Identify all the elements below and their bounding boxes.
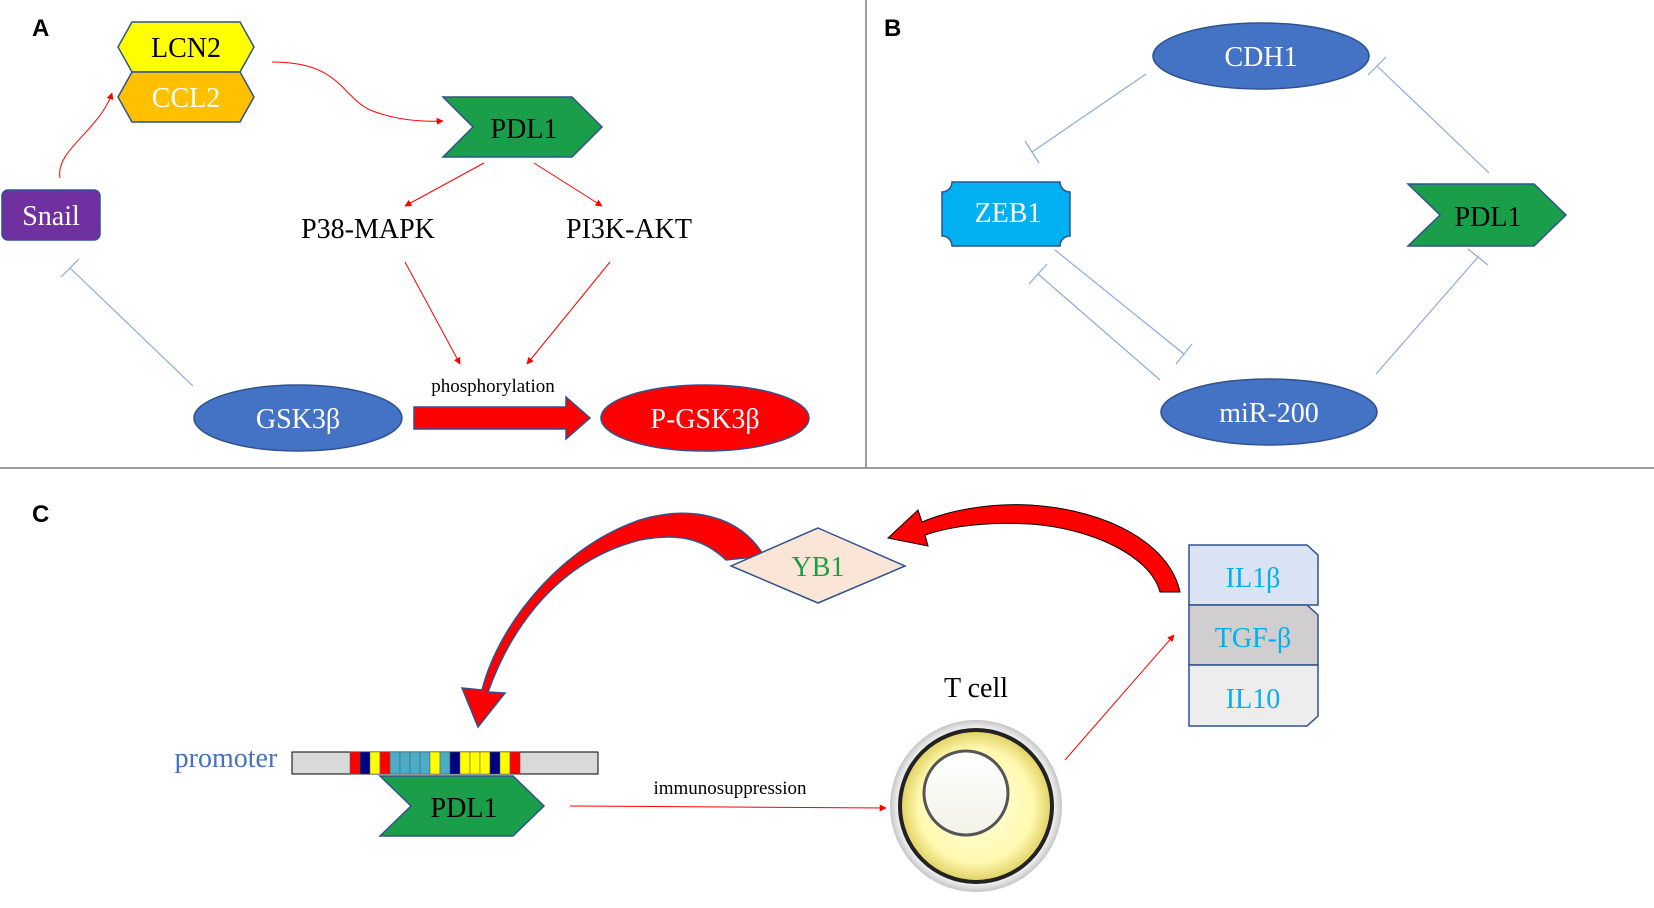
- inhibit-pdl1-cdh1: [1376, 65, 1490, 174]
- promoter-segment: [429, 751, 441, 775]
- inhibit-pdl1-cdh1-bar: [1367, 56, 1387, 76]
- yb1-label: YB1: [792, 552, 845, 583]
- inhibit-mir200-pdl1-bar: [1467, 248, 1489, 266]
- inhibit-zeb1-mir200-bar: [1175, 343, 1193, 365]
- tcell-nucleus: [922, 749, 1010, 837]
- ccl2-node: [117, 71, 255, 123]
- cdh1-label: CDH1: [1224, 42, 1297, 73]
- inhibit-gsk3b-snail-bar: [60, 258, 80, 278]
- inhibit-cdh1-zeb1: [1031, 73, 1147, 153]
- panel-label-b: B: [884, 15, 901, 42]
- arrow-p38-to-phos: [404, 261, 461, 365]
- pdl1-label-a: PDL1: [491, 114, 558, 145]
- inhibit-zeb1-mir200: [1054, 249, 1185, 355]
- il1b-node: [1188, 544, 1319, 606]
- snail-label: Snail: [22, 201, 80, 232]
- promoter-segment: [489, 751, 501, 775]
- inhibit-mir200-pdl1: [1375, 256, 1479, 375]
- arrow-pi3k-to-phos: [526, 261, 611, 365]
- ccl2-label: CCL2: [152, 83, 220, 114]
- promoter-segment: [389, 751, 401, 775]
- arrow-lcn2-to-pdl1: [271, 61, 444, 125]
- p38-mapk-label: P38-MAPK: [301, 214, 435, 245]
- immunosuppression-label: immunosuppression: [653, 778, 807, 799]
- arrow-snail-to-ccl2: [59, 92, 114, 179]
- promoter-segment: [409, 751, 421, 775]
- panel-a: LCN2 CCL2 Snail PDL1 P38-MAPK PI3K-AKT G…: [1, 21, 810, 452]
- arrow-pdl1-to-pi3k: [533, 162, 603, 207]
- promoter-segment: [449, 751, 461, 775]
- il10-label: IL10: [1226, 684, 1280, 715]
- pdl1-label-c: PDL1: [431, 793, 498, 824]
- il10-node: [1188, 664, 1319, 727]
- panel-label-a: A: [32, 15, 49, 42]
- panel-label-c: C: [32, 501, 49, 528]
- inhibit-gsk3b-snail: [69, 267, 194, 387]
- promoter-segment: [499, 751, 511, 775]
- mir200-label: miR-200: [1219, 398, 1319, 429]
- tgfb-node: [1188, 604, 1319, 666]
- promoter-segment: [359, 751, 371, 775]
- curved-arrow-cytokines-to-yb1: [886, 504, 1181, 593]
- pdl1-node-b: [1406, 183, 1568, 247]
- promoter-segment: [459, 751, 471, 775]
- il1b-label: IL1β: [1226, 563, 1281, 594]
- promoter-segment: [469, 751, 481, 775]
- promoter-segment: [479, 751, 491, 775]
- tcell-label: T cell: [944, 673, 1008, 704]
- panel-b: CDH1 ZEB1 PDL1 miR-200: [941, 22, 1568, 446]
- phosphorylation-arrow: [413, 395, 592, 441]
- panel-c: YB1 IL1β TGF-β IL10 T cell promoter PDL1…: [175, 504, 1319, 892]
- pdl1-node-a: [441, 96, 604, 158]
- gsk3b-node: [193, 384, 403, 452]
- zeb1-label: ZEB1: [975, 198, 1042, 229]
- pi3k-akt-label: PI3K-AKT: [566, 214, 692, 245]
- inhibit-mir200-zeb1: [1037, 273, 1161, 381]
- mir200-node: [1160, 378, 1378, 446]
- p-gsk3b-label: P-GSK3β: [650, 404, 759, 435]
- inhibit-mir200-zeb1-bar: [1028, 263, 1048, 285]
- arrow-pdl1-to-tcell: [569, 804, 887, 812]
- snail-node: [1, 189, 101, 241]
- cdh1-node: [1152, 22, 1370, 90]
- pdl1-node-c: [378, 775, 546, 837]
- p-gsk3b-node: [600, 384, 810, 452]
- arrow-pdl1-to-p38: [404, 162, 485, 207]
- inhibit-cdh1-zeb1-bar: [1024, 140, 1040, 164]
- promoter-segment: [379, 751, 391, 775]
- phosphorylation-label: phosphorylation: [431, 376, 555, 397]
- promoter-segment: [349, 751, 361, 775]
- promoter-segment: [369, 751, 381, 775]
- pdl1-label-b: PDL1: [1455, 202, 1522, 233]
- lcn2-label: LCN2: [151, 33, 221, 64]
- promoter-segment: [509, 751, 521, 775]
- promoter-elements: [349, 751, 521, 775]
- yb1-node: [729, 527, 907, 604]
- promoter-segment: [439, 751, 451, 775]
- promoter-segment: [419, 751, 431, 775]
- promoter-label: promoter: [175, 743, 278, 774]
- gsk3b-label: GSK3β: [256, 404, 340, 435]
- zeb1-node: [941, 181, 1071, 247]
- promoter-segment: [399, 751, 411, 775]
- tgfb-label: TGF-β: [1215, 623, 1291, 654]
- curved-arrow-yb1-to-promoter: [460, 512, 766, 729]
- arrow-tcell-to-cytokines: [1064, 634, 1175, 761]
